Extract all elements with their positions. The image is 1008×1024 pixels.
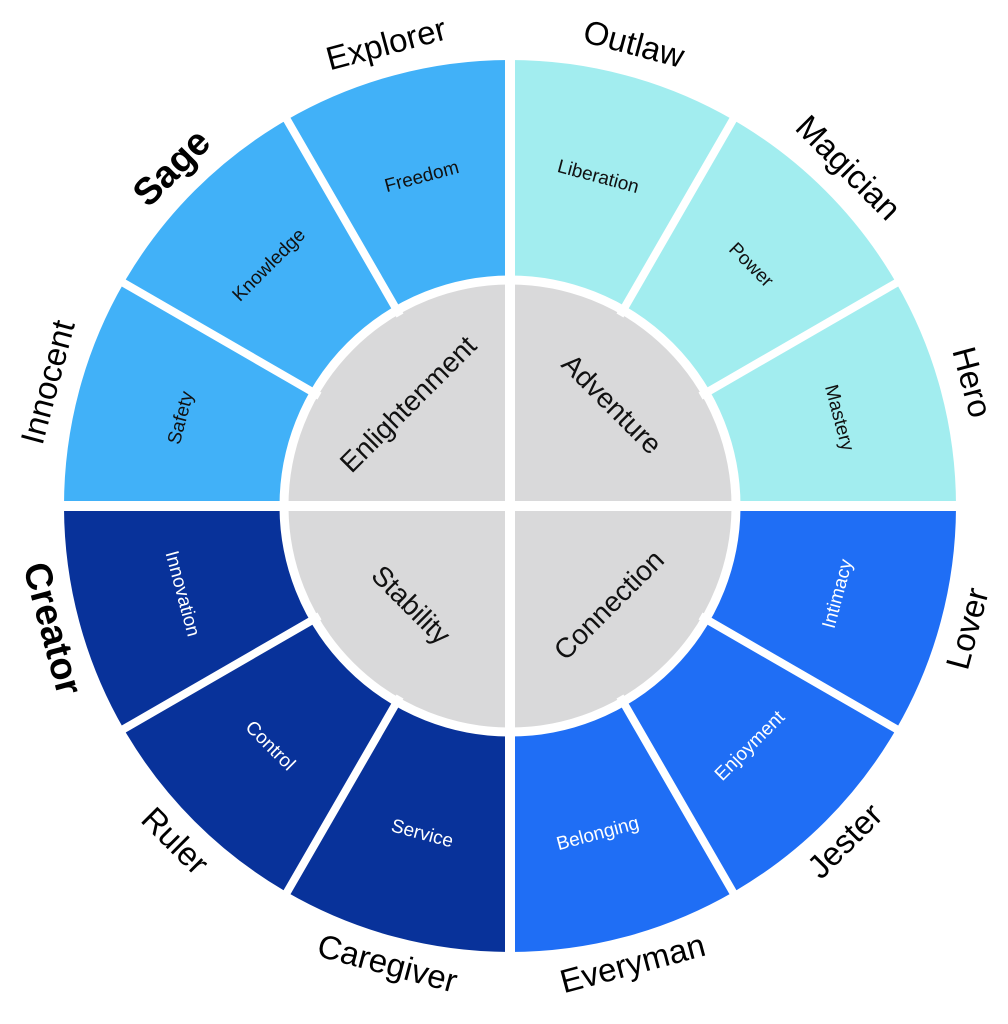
segment-divider [698, 277, 902, 400]
segment-divider [616, 694, 739, 898]
segment-magician [623, 119, 897, 393]
quadrant-adventure [510, 60, 956, 506]
segments-layer [64, 60, 956, 952]
segment-divider [281, 694, 404, 898]
gap-layer [60, 56, 960, 956]
core-layer [288, 284, 732, 728]
segment-ruler [123, 619, 397, 893]
quadrant-connection [510, 506, 956, 952]
segment-divider [118, 612, 322, 735]
segment-caregiver [287, 701, 510, 952]
segment-creator [64, 506, 315, 729]
core-enlightenment [288, 284, 510, 506]
segment-jester [623, 619, 897, 893]
segment-sage [123, 119, 397, 393]
segment-divider [281, 114, 404, 318]
segment-explorer [287, 60, 510, 311]
quadrant-stability [64, 506, 510, 952]
archetype-label-lover: Lover [939, 584, 996, 673]
segment-innocent [64, 283, 315, 506]
segment-divider [616, 114, 739, 318]
segment-outlaw [510, 60, 733, 311]
quadrant-enlightenment [64, 60, 510, 506]
segment-divider [698, 612, 902, 735]
segment-divider [118, 277, 322, 400]
archetype-label-hero: Hero [945, 343, 999, 422]
segment-everyman [510, 701, 733, 952]
segment-lover [705, 506, 956, 729]
core-stability [288, 506, 510, 728]
core-adventure [510, 284, 732, 506]
archetype-label-outlaw: Outlaw [580, 12, 689, 74]
core-connection [510, 506, 732, 728]
segment-hero [705, 283, 956, 506]
